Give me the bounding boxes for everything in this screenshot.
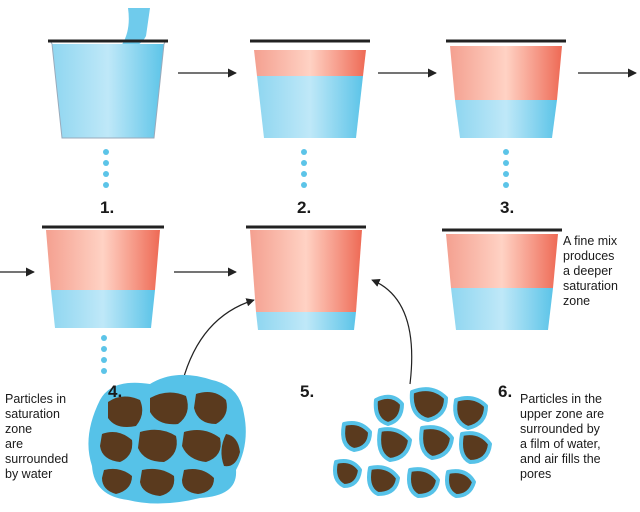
caption-line: a film of water, — [520, 437, 601, 451]
step-number-5: 5. — [300, 382, 315, 401]
saturated-particles — [88, 374, 246, 504]
caption-line: Particles in the — [520, 392, 602, 406]
cup-6 — [442, 228, 562, 330]
cup-1-water — [52, 44, 164, 138]
caption-line: surrounded by — [520, 422, 600, 436]
cup-3-water — [455, 100, 557, 138]
cup-2 — [250, 39, 370, 138]
caption-line: upper zone are — [520, 407, 605, 421]
caption-line: zone — [563, 294, 591, 308]
caption-line: are — [5, 437, 24, 451]
cup-2-water — [257, 76, 363, 138]
step-number-6: 6. — [498, 382, 513, 401]
caption-line: saturation — [563, 279, 618, 293]
caption-line: pores — [520, 467, 552, 481]
step-number-1: 1. — [100, 198, 115, 217]
caption-fine-mix: A fine mix produces a deeper saturation … — [563, 234, 618, 309]
cup-6-mix — [446, 234, 558, 288]
caption-line: saturation — [5, 407, 60, 421]
cup-4-mix — [46, 230, 160, 290]
caption-line: a deeper — [563, 264, 613, 278]
caption-line: by water — [5, 467, 53, 481]
caption-upper-particles: Particles in the upper zone are surround… — [520, 392, 604, 482]
step-number-3: 3. — [500, 198, 515, 217]
step-number-4: 4. — [108, 382, 123, 401]
caption-line: Particles in — [5, 392, 67, 406]
step-number-2: 2. — [297, 198, 312, 217]
caption-line: A fine mix — [563, 234, 618, 248]
drip-cup-1 — [103, 149, 109, 188]
upper-zone-particles — [333, 387, 492, 498]
cup-1 — [48, 39, 168, 139]
drip-cup-2 — [301, 149, 307, 188]
cup-5-water — [256, 312, 356, 330]
arrow-upper-particles-to-cup-5 — [371, 279, 413, 385]
cup-3 — [446, 39, 566, 138]
drip-cup-3 — [503, 149, 509, 188]
cup-3-mix — [450, 46, 562, 100]
caption-saturation-particles: Particles in saturation zone are surroun… — [5, 392, 68, 482]
cup-2-mix — [254, 50, 366, 76]
caption-line: surrounded — [5, 452, 69, 466]
caption-line: and air fills the — [520, 452, 601, 466]
cup-5-mix — [250, 230, 362, 312]
cup-6-water — [451, 288, 553, 330]
drip-cup-4 — [101, 335, 107, 374]
caption-line: zone — [5, 422, 33, 436]
cup-4-water — [51, 290, 155, 328]
caption-line: produces — [563, 249, 615, 263]
cup-4 — [42, 225, 164, 328]
cup-5 — [246, 225, 366, 330]
